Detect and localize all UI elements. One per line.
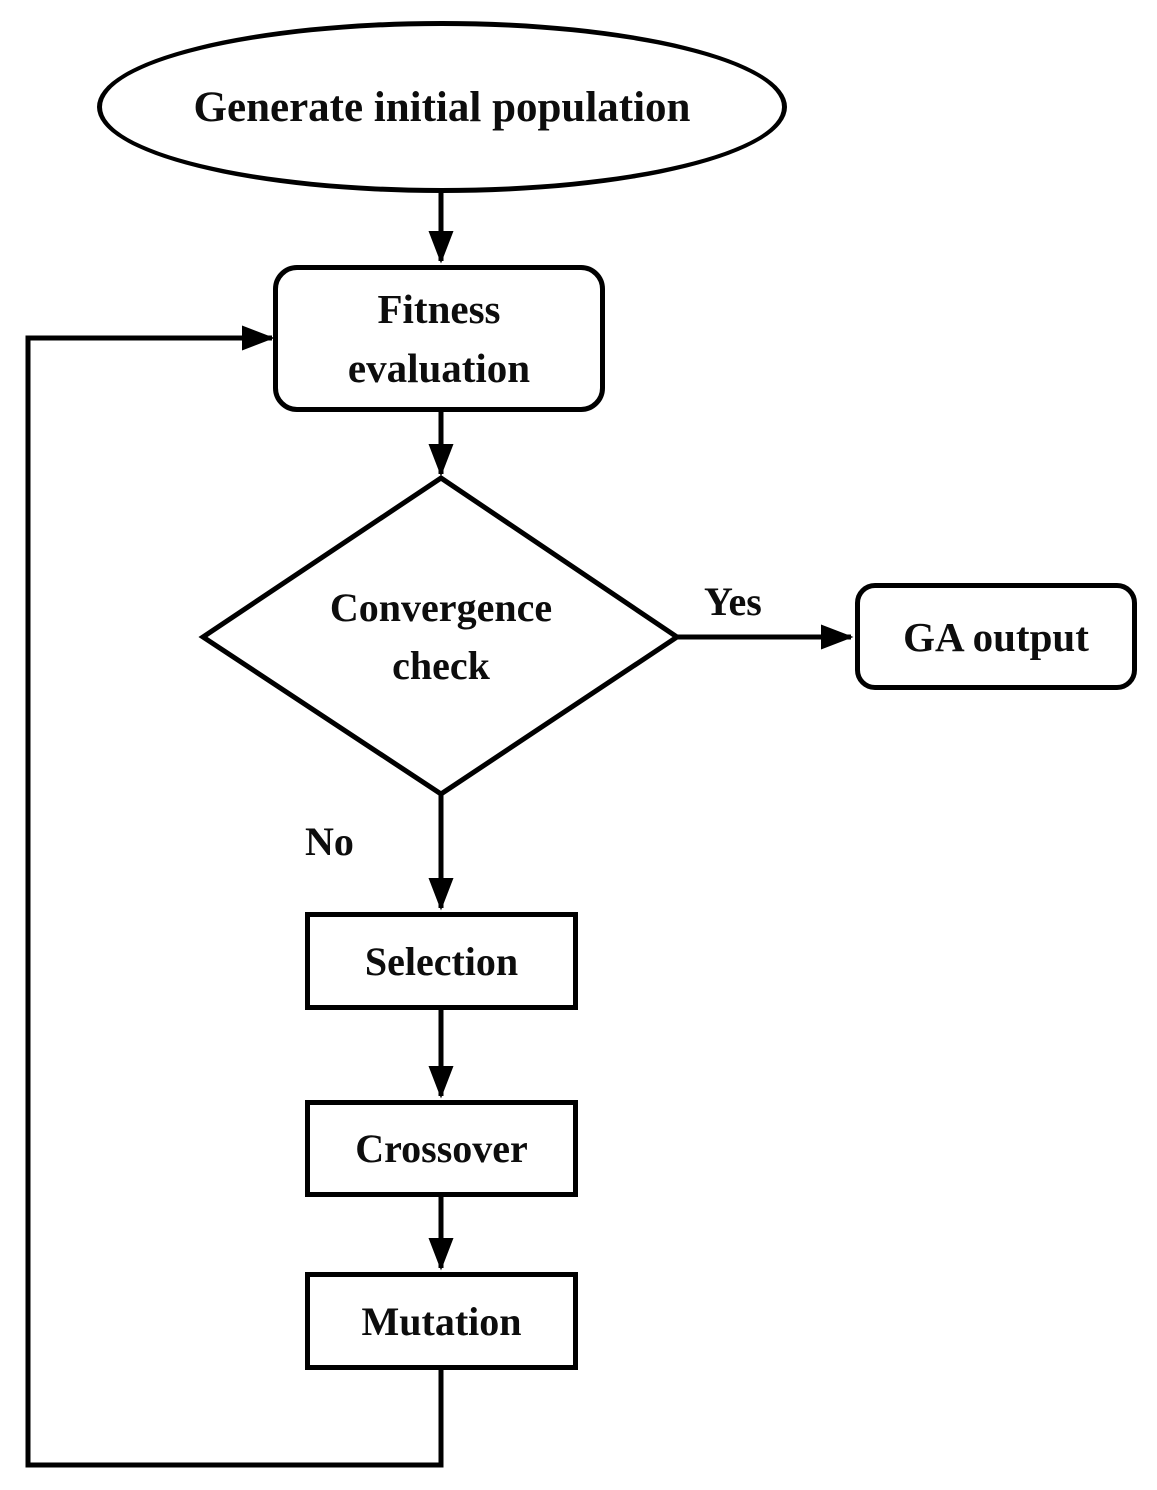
no-edge-label: No xyxy=(305,819,354,864)
ga-output-box: GA output xyxy=(855,583,1137,690)
convergence-check-label: Convergence check xyxy=(329,585,553,688)
start-terminator: Generate initial population xyxy=(97,21,787,193)
selection-box: Selection xyxy=(305,912,578,1010)
mutation-box: Mutation xyxy=(305,1272,578,1370)
crossover-box: Crossover xyxy=(305,1100,578,1197)
feedback-loop-mutation-to-fitness xyxy=(25,325,444,1468)
yes-edge-label: Yes xyxy=(704,579,762,624)
fitness-evaluation-box: Fitness evaluation xyxy=(273,265,605,412)
